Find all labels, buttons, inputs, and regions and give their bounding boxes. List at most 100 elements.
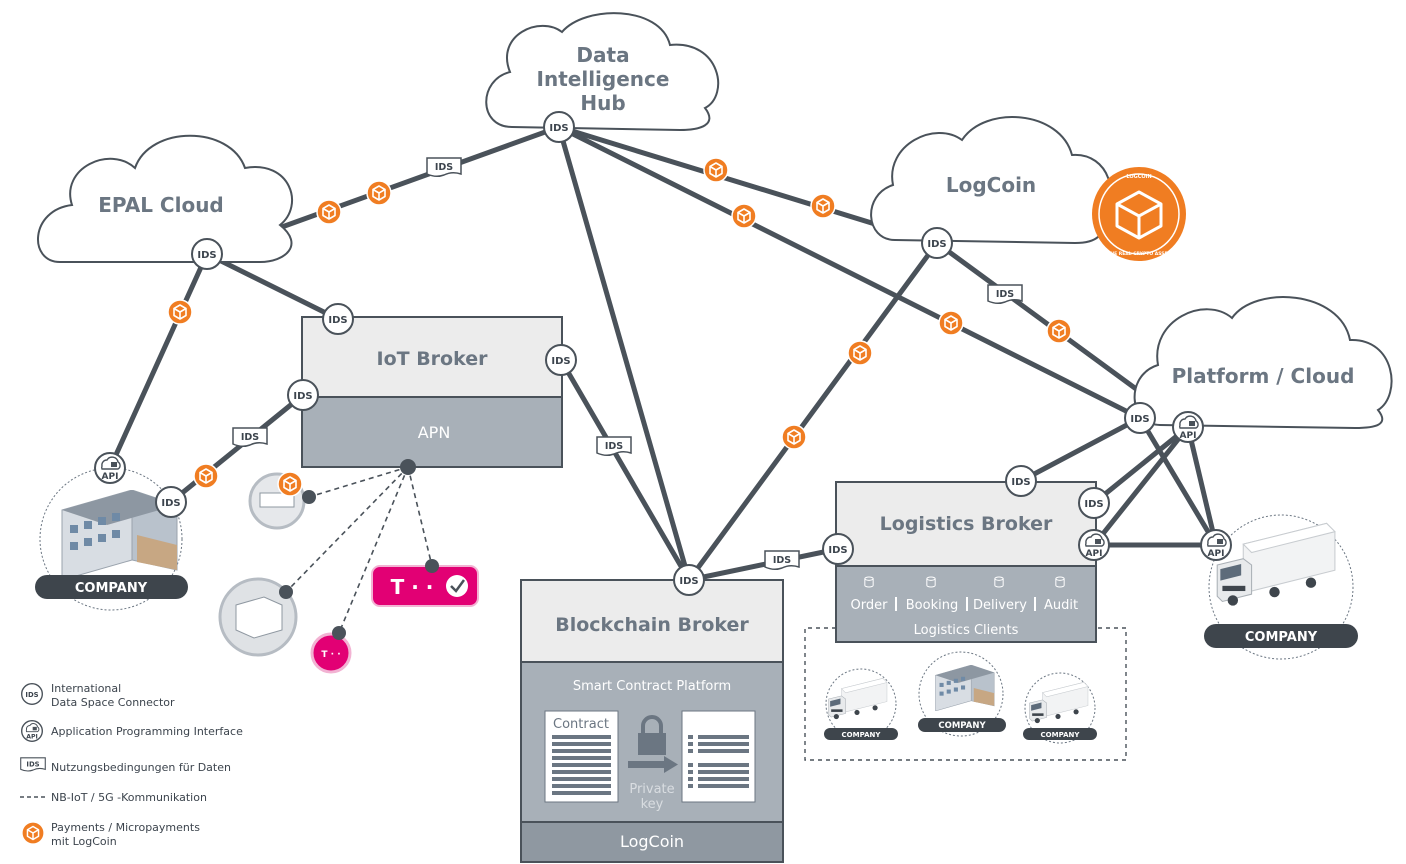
company-label: COMPANY <box>1245 630 1318 645</box>
link-logistics-ids-platform <box>1018 415 1143 484</box>
logcoin-payment-icon <box>810 193 836 219</box>
client-company-left[interactable]: COMPANY <box>824 668 898 740</box>
hub-label-line3: Hub <box>580 91 625 115</box>
ids-connector-icon[interactable] <box>822 533 854 565</box>
hub-label-line2: Intelligence <box>537 67 670 91</box>
iot-device-container[interactable] <box>218 577 298 657</box>
legend-terms: Nutzungsbedingungen für Daten <box>51 761 231 774</box>
telekom-small-logo: T · · <box>321 650 340 660</box>
logcoin-payment-icon <box>938 310 964 336</box>
logcoin-payment-icon <box>703 157 729 183</box>
legend-pay-line1: Payments / Micropayments <box>51 821 200 834</box>
logcoin-payment-icon <box>316 199 342 225</box>
logistics-delivery: Delivery <box>973 598 1027 613</box>
link-platform-company-ids <box>1137 415 1219 548</box>
ids-connector-icon[interactable] <box>921 227 953 259</box>
legend-comm: NB-IoT / 5G -Kommunikation <box>51 791 207 804</box>
ids-connector-icon[interactable] <box>543 111 575 143</box>
ids-connector-icon[interactable] <box>1078 487 1110 519</box>
ids-connector-icon[interactable] <box>673 564 705 596</box>
logcoin-payment-icon <box>847 340 873 366</box>
terms-legend-icon <box>20 757 46 772</box>
logcoin-payment-icon <box>731 203 757 229</box>
api-icon[interactable] <box>1078 529 1110 561</box>
logistics-broker-box[interactable]: Logistics Broker Order Booking Delivery … <box>835 481 1097 643</box>
logistics-order: Order <box>851 598 889 613</box>
api-legend-icon <box>21 720 43 742</box>
nbiot-dashed-lines <box>285 466 433 634</box>
telekom-logo: T · · <box>391 575 434 599</box>
ids-connector-icon[interactable] <box>1124 402 1156 434</box>
arrow-right-icon <box>628 756 678 773</box>
logcoin-legend-icon <box>21 821 45 845</box>
logcoin-seal-logo: LOGCOIN THE REAL CRYPTO ASSET <box>1092 167 1186 261</box>
logcoin-payment-icon <box>781 424 807 450</box>
terms-tag-icon <box>232 427 268 448</box>
logistics-clients-label: Logistics Clients <box>914 623 1019 638</box>
logistics-audit: Audit <box>1044 598 1078 613</box>
logistics-broker-title: Logistics Broker <box>880 513 1053 535</box>
platform-cloud-label: Platform / Cloud <box>1172 364 1355 388</box>
terms-tag-icon <box>426 157 462 178</box>
cloud-epal[interactable]: EPAL Cloud <box>37 134 294 263</box>
terms-tag-icon <box>764 550 800 571</box>
iot-broker-title: IoT Broker <box>377 348 489 370</box>
cloud-logcoin[interactable]: LogCoin <box>870 116 1112 245</box>
legend-ids-line2: Data Space Connector <box>51 696 175 709</box>
logistics-booking: Booking <box>906 598 958 613</box>
link-company-iot <box>168 392 306 505</box>
link-platform-company-api <box>1185 424 1219 548</box>
company-left[interactable]: COMPANY <box>35 467 188 611</box>
client-company-middle[interactable]: COMPANY <box>918 651 1006 737</box>
apn-antenna-node <box>400 459 416 475</box>
contract-label: Contract <box>553 717 609 732</box>
seal-top-text: LOGCOIN <box>1126 174 1151 180</box>
logcoin-payment-icon <box>277 471 303 497</box>
telekom-sim-badge[interactable]: T · · <box>371 559 479 607</box>
company-label: COMPANY <box>842 731 882 739</box>
company-label: COMPANY <box>75 581 148 596</box>
link-logcoin-blockchain <box>686 240 940 583</box>
link-logistics-api-platform <box>1091 424 1191 548</box>
link-epal-iot <box>204 251 341 322</box>
legend-pay-line2: mit LogCoin <box>51 835 117 848</box>
terms-tag-icon <box>596 436 632 457</box>
legend-api: Application Programming Interface <box>51 725 243 738</box>
epal-cloud-label: EPAL Cloud <box>98 193 224 217</box>
terms-tag-icon <box>987 284 1023 305</box>
link-epal-company <box>107 251 210 471</box>
ids-connector-icon[interactable] <box>322 303 354 335</box>
company-label: COMPANY <box>938 721 986 731</box>
client-company-right[interactable]: COMPANY <box>1023 672 1097 744</box>
logcoin-payment-icon <box>167 299 193 325</box>
hub-label-line1: Data <box>576 43 629 67</box>
ids-connector-icon[interactable] <box>191 238 223 270</box>
api-icon[interactable] <box>94 452 126 484</box>
company-label: COMPANY <box>1041 731 1081 739</box>
ids-connector-icon[interactable] <box>155 486 187 518</box>
company-right[interactable]: COMPANY <box>1204 514 1358 660</box>
logistics-clients-region <box>804 627 1127 761</box>
link-logistics-ids2-platform <box>1091 424 1191 506</box>
legend: International Data Space Connector Appli… <box>20 682 243 848</box>
iot-apn-label: APN <box>418 423 451 442</box>
ids-connector-icon[interactable] <box>287 379 319 411</box>
link-blockchain-logistics <box>686 546 841 583</box>
telekom-device-small[interactable]: T · · <box>310 626 352 674</box>
seal-bottom-text: THE REAL CRYPTO ASSET <box>1107 251 1171 257</box>
ids-connector-icon[interactable] <box>545 344 577 376</box>
connection-lines <box>107 124 1219 583</box>
api-icon[interactable] <box>1200 529 1232 561</box>
ids-connector-icon[interactable] <box>1005 465 1037 497</box>
iot-broker-box[interactable]: IoT Broker APN <box>301 316 563 468</box>
cloud-data-intelligence-hub[interactable]: Data Intelligence Hub <box>485 12 720 132</box>
logcoin-cloud-label: LogCoin <box>946 173 1036 197</box>
blockchain-broker-box[interactable]: Blockchain Broker Smart Contract Platfor… <box>520 579 784 863</box>
logcoin-payment-icon <box>193 463 219 489</box>
logcoin-payment-icon <box>1046 318 1072 344</box>
cloud-platform[interactable]: Platform / Cloud <box>1133 296 1393 430</box>
ids-legend-icon <box>21 683 43 705</box>
api-icon[interactable] <box>1172 411 1204 443</box>
private-key-label-line2: key <box>641 797 664 812</box>
